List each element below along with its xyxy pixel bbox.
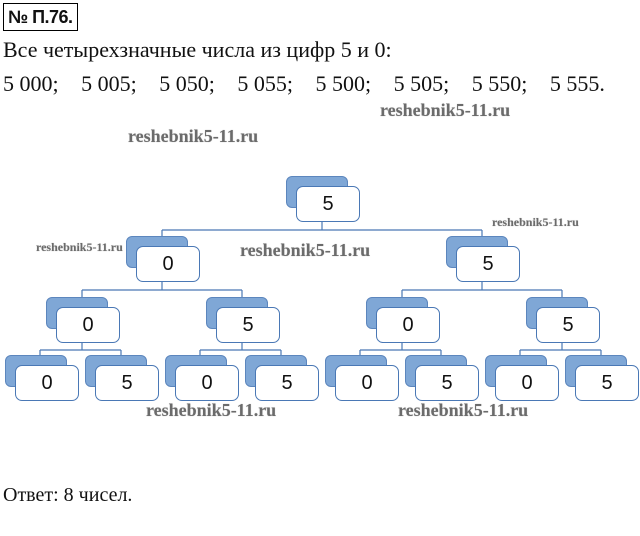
number-item: 5 050; — [159, 71, 215, 96]
number-item: 5 505; — [393, 71, 450, 96]
number-item: 5 005; — [81, 71, 137, 96]
tree-node: 5 — [565, 355, 639, 401]
tree-node: 5 — [85, 355, 159, 401]
connector — [519, 343, 602, 362]
connector — [161, 222, 483, 244]
tree-node: 5 — [526, 297, 600, 343]
numbers-list: 5 000; 5 005; 5 050; 5 055; 5 500; 5 505… — [3, 71, 622, 97]
tree-node: 0 — [366, 297, 440, 343]
number-item: 5 550; — [471, 71, 528, 96]
answer-text: Ответ: 8 чисел. — [3, 484, 133, 506]
connector — [81, 282, 243, 304]
tree-node: 0 — [325, 355, 399, 401]
watermark: reshebnik5-11.ru — [398, 400, 529, 420]
connector — [401, 282, 563, 304]
tree-node: 0 — [126, 236, 200, 282]
connector — [39, 343, 122, 362]
number-item: 5 500; — [315, 71, 372, 96]
tree-node-root: 5 — [286, 176, 360, 222]
watermark: reshebnik5-11.ru — [36, 240, 123, 254]
watermark: reshebnik5-11.ru — [380, 100, 511, 120]
problem-statement: Все четырехзначные числа из цифр 5 и 0: — [3, 37, 392, 62]
tree-node: 0 — [5, 355, 79, 401]
watermark: reshebnik5-11.ru — [146, 400, 277, 420]
tree-node: 5 — [446, 236, 520, 282]
tree-node: 0 — [485, 355, 559, 401]
connector — [199, 343, 282, 362]
watermark: reshebnik5-11.ru — [240, 240, 371, 260]
problem-number: № П.76. — [3, 3, 78, 31]
tree-node: 0 — [46, 297, 120, 343]
connector — [359, 343, 442, 362]
watermark: reshebnik5-11.ru — [128, 126, 259, 146]
number-item: 5 055; — [237, 71, 293, 96]
tree-node: 5 — [405, 355, 479, 401]
tree-node: 5 — [206, 297, 280, 343]
tree-node: 0 — [165, 355, 239, 401]
watermark: reshebnik5-11.ru — [492, 215, 579, 229]
number-item: 5 555. — [549, 71, 605, 96]
number-item: 5 000; — [3, 71, 59, 96]
tree-node: 5 — [245, 355, 319, 401]
